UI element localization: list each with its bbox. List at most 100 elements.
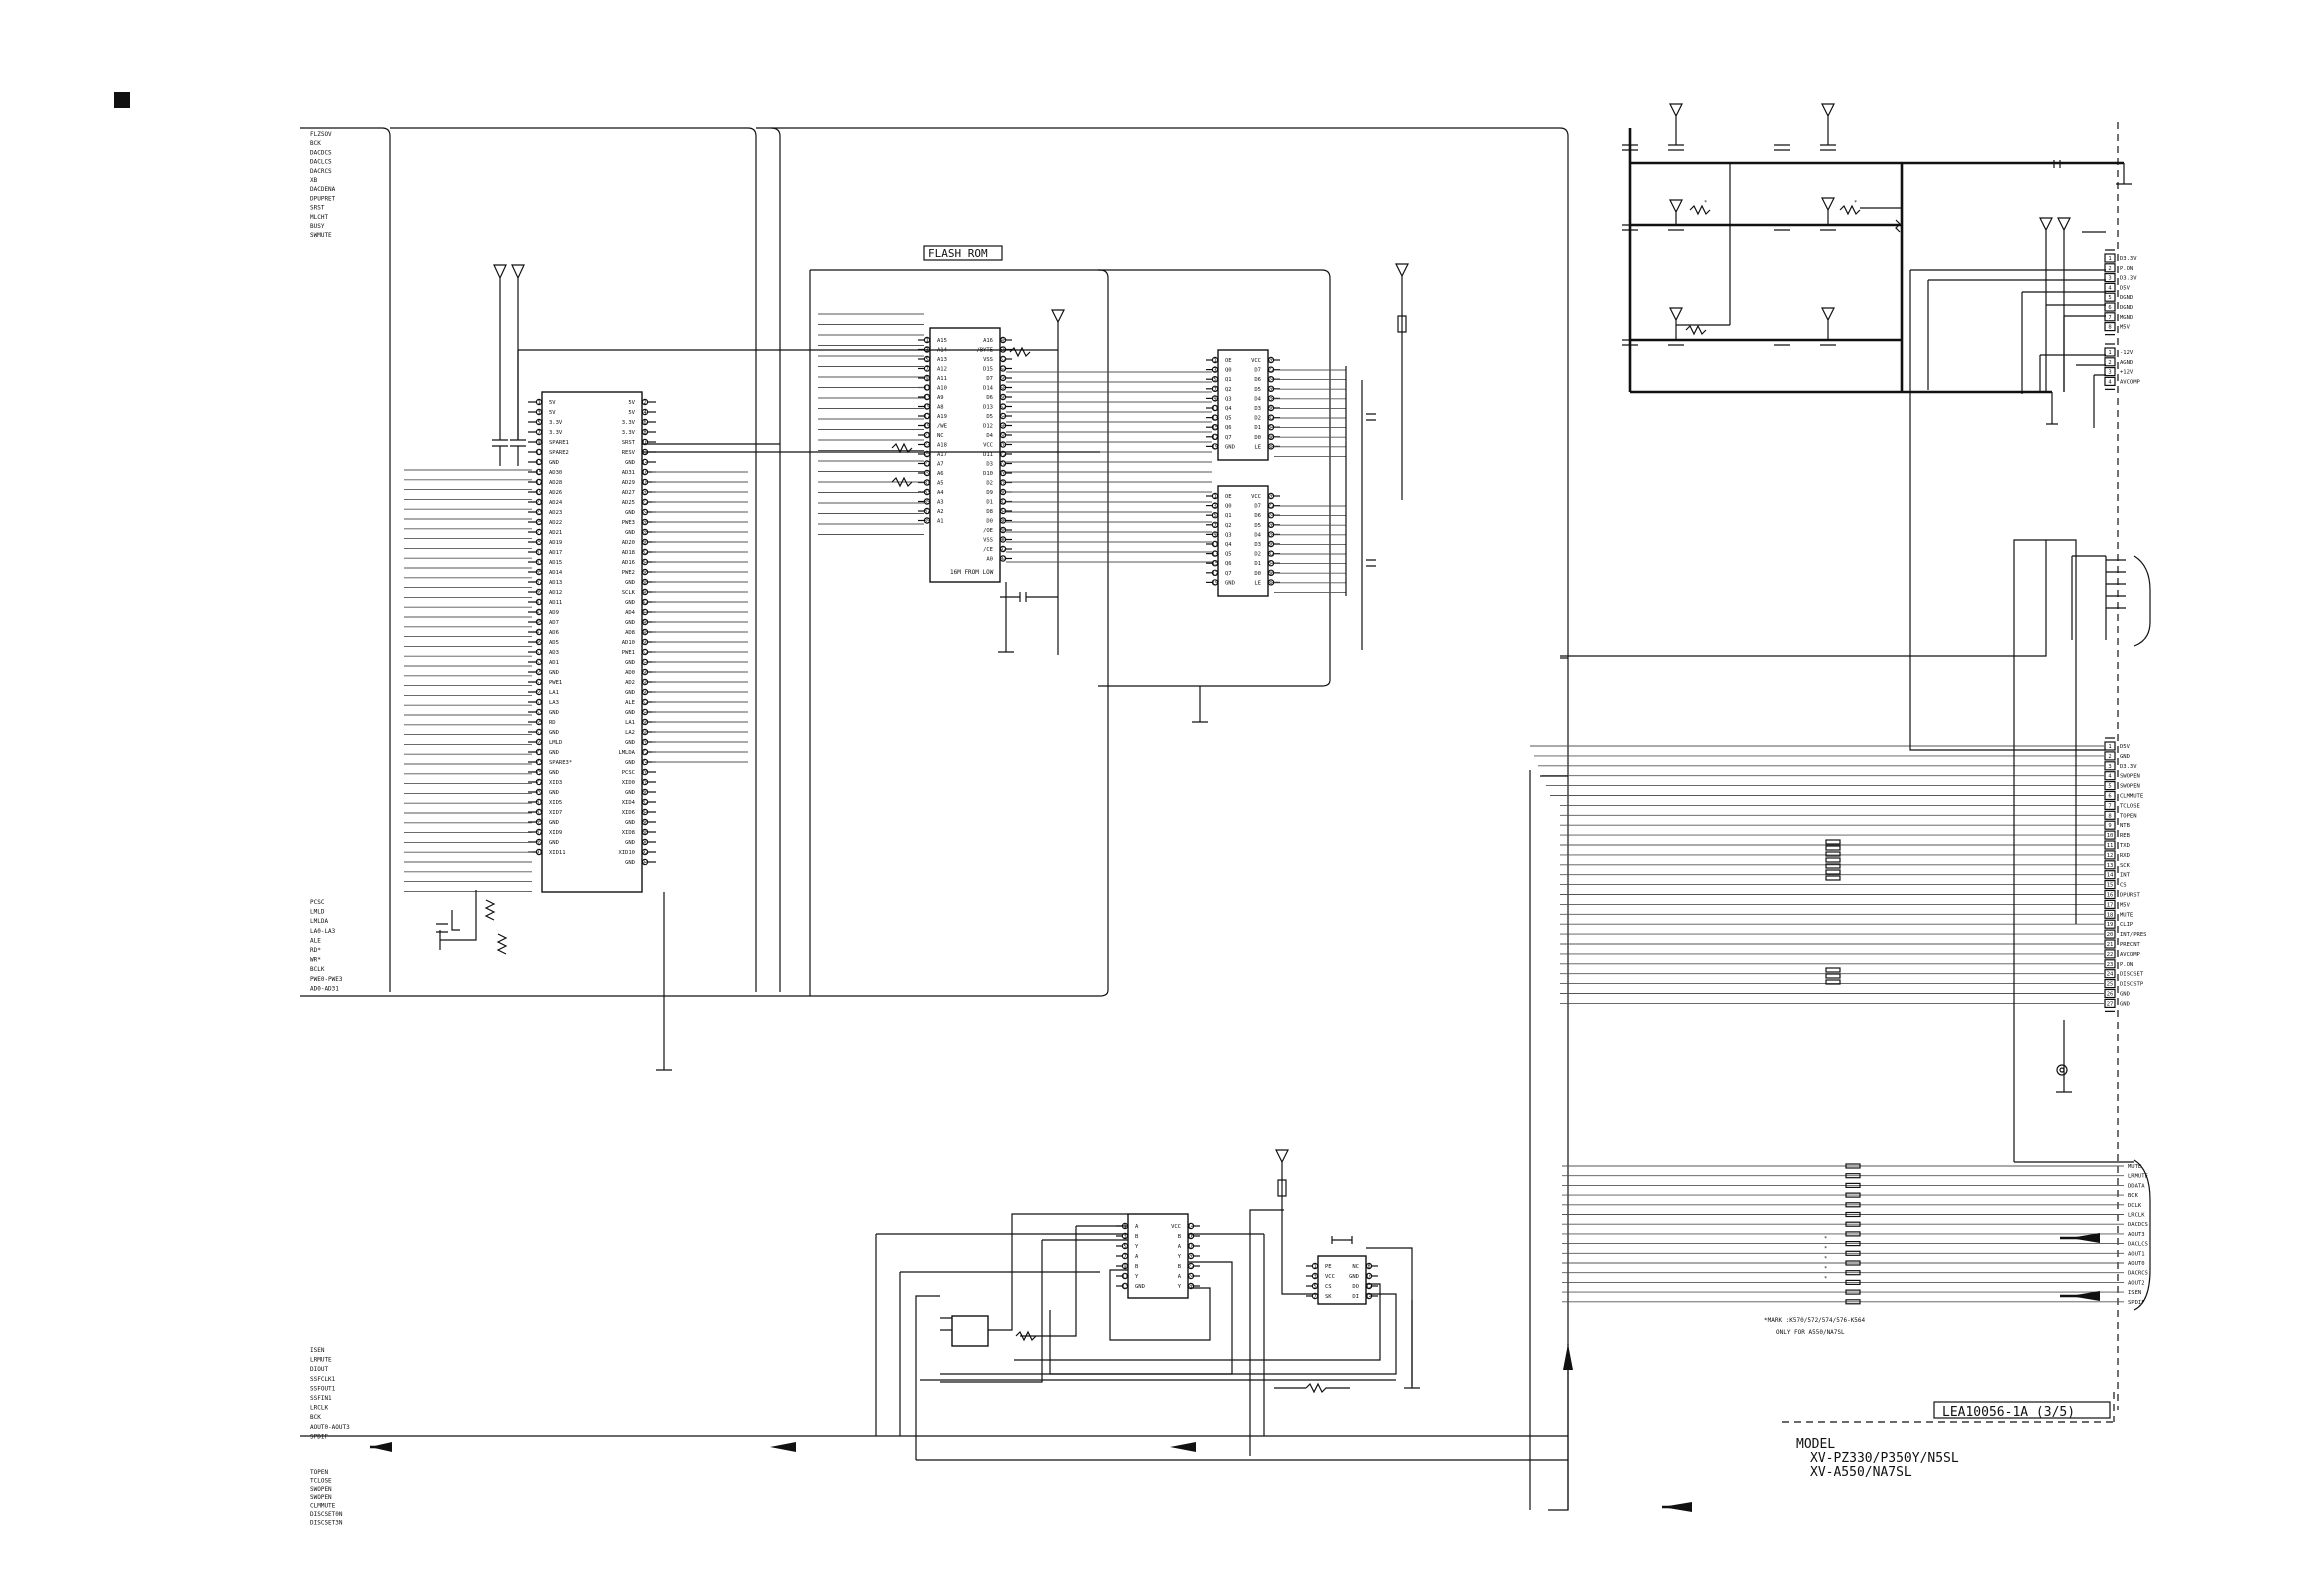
u1-left-pin-dot-6: [535, 458, 543, 466]
left-top-signal-8: SRST: [310, 205, 325, 212]
u1-right-pin-num-40: 82: [642, 800, 649, 806]
conn-main-pin-5: CLMMUTE: [2120, 794, 2143, 800]
u1-right-pin-21: AD4: [625, 610, 636, 616]
flash-left-pin-5: A10: [937, 386, 947, 392]
conn-top-pin-box-4: [2104, 292, 2116, 302]
clk-left-pin-num-3: 7: [1313, 1294, 1316, 1300]
u1-left-pin-dot-24: [535, 638, 543, 646]
u1-right-pin-num-38: 78: [642, 780, 649, 786]
conn-main-pin-11: RXD: [2120, 853, 2130, 859]
u1-right-pin-num-34: 70: [642, 740, 649, 746]
conn-main-pin-num-20: 21: [2107, 942, 2114, 948]
gate-right-pin-5: A: [1178, 1274, 1182, 1280]
flash-right-pin-num-3: 54: [1000, 367, 1007, 373]
latch2-left-pin-4: Q3: [1225, 532, 1232, 538]
left-bot2-signal-3: SWOPEN: [310, 1494, 332, 1501]
latch1-left-pin-2: Q1: [1225, 377, 1232, 383]
gate-left-pin-num-4: 9: [1123, 1264, 1126, 1270]
flash-left-pin-19: A1: [937, 519, 944, 525]
flash-right-pin-dot-15: [999, 479, 1007, 486]
u1-left-pin-17: AD14: [549, 570, 563, 576]
conn-main-pin-num-6: 7: [2108, 803, 2111, 809]
latch1-right-pin-dot-9: [1267, 443, 1275, 450]
latch1-left-pin-num-5: 11: [1212, 406, 1219, 412]
latch1-right-pin-num-4: 28: [1268, 396, 1275, 402]
flash-right-pin-dot-21: [999, 536, 1007, 543]
ic-flash-rom: [929, 327, 1001, 583]
u1-right-pin-13: GND: [625, 530, 635, 536]
audio-damping-resistor-0: [1845, 1163, 1861, 1169]
u1-left-pin-dot-12: [535, 518, 543, 526]
latch2-left-pin-dot-3: [1211, 521, 1219, 529]
latch2-left-pin-dot-0: [1211, 492, 1219, 500]
audio-damping-resistor-12: [1845, 1279, 1861, 1286]
u1-left-pin-dot-14: [535, 538, 543, 546]
signal-flow-arrows: [370, 1233, 2100, 1512]
u1-right-pin-num-14: 30: [642, 540, 649, 546]
flash-left-pin-dot-3: [923, 365, 931, 372]
latch2-right-pin-9: LE: [1254, 580, 1261, 586]
model-line-2: XV-A550/NA7SL: [1810, 1465, 1912, 1480]
conn-main-pin-box-22: [2104, 959, 2116, 969]
u1-left-pin-37: GND: [549, 770, 559, 776]
u1-left-pin-dot-28: [535, 678, 543, 686]
conn-main-pin-box-4: [2104, 780, 2116, 791]
clk-right-pin-3: DI: [1352, 1294, 1359, 1300]
conn-main-pin-3: SWOPEN: [2120, 774, 2140, 780]
left-signal-labels-bottom2: TOPENTCLOSESWOPENSWOPENCLMMUTEDISCSET0ND…: [310, 1469, 343, 1526]
conn-main-pin-num-16: 17: [2107, 902, 2114, 908]
latch1-left-pin-dot-4: [1211, 395, 1219, 402]
u1-right-pin-num-21: 44: [642, 610, 649, 616]
clk-left-pin-1: VCC: [1325, 1274, 1335, 1280]
latch1-right-pin-dot-8: [1267, 433, 1275, 440]
flash-rom-title-box: [923, 245, 1003, 261]
conn-main-pin-num-1: 2: [2108, 754, 2111, 760]
u1-left-pin-num-25: 51: [536, 650, 543, 656]
u1-left-pin-40: XID5: [549, 800, 562, 806]
conn-main-pin-1: GND: [2120, 754, 2130, 760]
conn-main-pin-num-13: 14: [2107, 873, 2114, 879]
conn-main-pin-num-14: 15: [2107, 883, 2114, 889]
u1-right-pin-num-42: 86: [642, 820, 649, 826]
flash-right-pin-dot-5: [999, 384, 1007, 391]
u1-right-pin-3: 3.3V: [622, 430, 636, 436]
conn-top-pin-3: D5V: [2120, 285, 2131, 291]
flash-right-pin-num-0: 48: [1000, 338, 1007, 344]
gate-left-pin-2: Y: [1135, 1244, 1139, 1250]
flash-left-pin-num-17: 35: [924, 500, 931, 506]
u1-left-pin-num-8: 17: [536, 480, 543, 486]
flash-left-pin-num-14: 29: [924, 471, 931, 477]
u1-left-pin-dot-11: [535, 508, 543, 516]
flash-right-pin-12: D11: [983, 452, 993, 458]
latch1-right-pin-num-5: 30: [1268, 406, 1275, 412]
conn-main-pin-num-5: 6: [2108, 794, 2111, 800]
u1-left-pin-dot-26: [535, 658, 543, 666]
u1-right-pin-num-25: 52: [642, 650, 649, 656]
left-signal-labels-bottom: ISENLRMUTEDIOUTSSFCLK1SSFOUT1SSFIN1LRCLK…: [310, 1347, 350, 1440]
flash-right-pin-22: /CE: [983, 547, 993, 553]
gate-left-pin-dot-6: [1121, 1282, 1129, 1290]
audio-signal-7: AOUT3: [2128, 1232, 2145, 1238]
clk-right-pin-num-2: 12: [1366, 1284, 1373, 1290]
clk-left-pin-2: CS: [1325, 1284, 1332, 1290]
ic-latch-2: [1217, 485, 1269, 597]
u1-right-pin-num-37: 76: [642, 770, 649, 776]
left-mid-signal-7: BCLK: [310, 966, 325, 973]
latch2-right-pin-num-5: 30: [1268, 542, 1275, 548]
u1-left-pin-36: SPARE3*: [549, 760, 572, 766]
conn-main-pin-9: REB: [2120, 833, 2131, 839]
u1-left-pin-dot-8: [535, 478, 543, 486]
u1-right-pin-28: AD2: [625, 680, 635, 686]
audio-signal-13: ISEN: [2128, 1290, 2141, 1296]
u1-right-pin-dot-11: [641, 508, 649, 516]
latch2-right-pin-7: D1: [1254, 561, 1261, 567]
u1-left-pin-16: AD15: [549, 560, 562, 566]
left-bot2-signal-5: DISCSET0N: [310, 1511, 343, 1518]
latch1-left-pin-1: Q0: [1225, 368, 1232, 374]
latch1-right-pin-num-8: 36: [1268, 435, 1275, 441]
flash-right-pin-num-9: 66: [1000, 424, 1007, 430]
u1-left-pin-3: 3.3V: [549, 430, 563, 436]
conn-main-pin-box-11: [2104, 850, 2116, 860]
conn-main-pin-2: D3.3V: [2120, 764, 2137, 770]
conn-main-pin-7: TOPEN: [2120, 813, 2137, 819]
